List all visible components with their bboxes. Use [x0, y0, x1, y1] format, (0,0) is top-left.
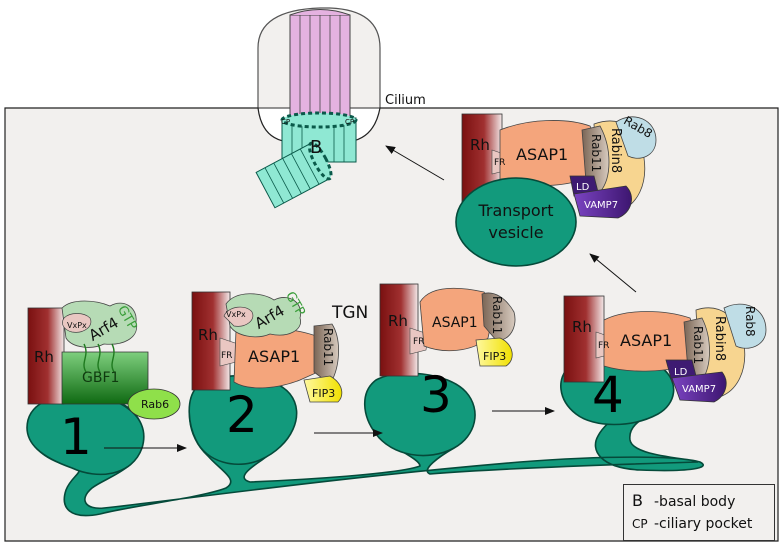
step-1-complex: [27, 300, 181, 420]
transport-vesicle-label-2: vesicle: [488, 223, 543, 242]
step-4-rab11: Rab11: [691, 326, 705, 364]
ciliary-pocket-label-right: CP: [345, 118, 354, 126]
legend-text-ciliary-pocket: -ciliary pocket: [654, 516, 753, 532]
arf4-1: [61, 300, 138, 348]
tgn-bulb-3: [364, 372, 476, 457]
ciliary-pocket-label-left: CP: [281, 118, 290, 126]
cilium-label: Cilium: [385, 93, 426, 108]
transport-vesicle: [455, 177, 577, 267]
tgn-label: TGN: [331, 303, 368, 323]
step-4-asap1: ASAP1: [620, 331, 672, 350]
vesicle-asap1: ASAP1: [516, 145, 568, 164]
basal-body-label: B: [310, 137, 322, 158]
step-4-rabin8: Rabin8: [712, 316, 727, 361]
step-2-vxpx: VxPx: [226, 310, 246, 319]
vesicle-rh: Rh: [470, 136, 490, 154]
step-3-complex: [379, 283, 516, 377]
vesicle-vamp7: VAMP7: [584, 200, 618, 211]
transport-vesicle-complex: [455, 113, 657, 267]
arrow-vesicle-to-cilium: [385, 145, 445, 181]
vamp7-4: [671, 371, 727, 403]
step-4-rab8: Rab8: [743, 306, 757, 337]
step-4-vamp7: VAMP7: [682, 384, 716, 395]
step-3-fip3: FIP3: [483, 350, 506, 363]
step-1-gbf1: GBF1: [82, 370, 119, 386]
step-1-number: 1: [60, 408, 92, 466]
arf4-2: [225, 293, 302, 338]
legend-row-basal-body: B -basal body: [632, 491, 735, 510]
rab8-vesicle: [615, 116, 657, 159]
arrow-step4-to-vesicle: [589, 253, 637, 293]
step-3-fr: FR: [413, 337, 424, 347]
step-2-complex: [191, 291, 343, 403]
fip3-3: [475, 337, 513, 367]
legend-key-basal-body: B: [632, 491, 643, 510]
step-2-rh: Rh: [198, 326, 218, 344]
step-2-fip3: FIP3: [312, 387, 335, 400]
fip3-2: [303, 375, 343, 403]
step-2-number: 2: [226, 386, 258, 444]
rab8-4: [723, 303, 767, 349]
rab6-1: [127, 388, 181, 420]
step-1-rh: Rh: [34, 348, 54, 366]
step-4-complex: [563, 295, 767, 403]
vesicle-fr: FR: [494, 158, 505, 168]
axoneme: [289, 9, 351, 122]
step-2-fr: FR: [221, 351, 232, 361]
step-1-rab6: Rab6: [141, 398, 169, 411]
basal-body: [255, 111, 358, 209]
legend: B -basal body CP -ciliary pocket: [623, 484, 775, 541]
step-2-asap1: ASAP1: [248, 347, 300, 366]
legend-row-ciliary-pocket: CP -ciliary pocket: [632, 516, 752, 532]
vesicle-rabin8: Rabin8: [608, 128, 623, 173]
rhodopsin-1: [27, 307, 65, 405]
vesicle-ld: LD: [576, 182, 590, 193]
step-4-rh: Rh: [572, 318, 592, 336]
vesicle-rab11: Rab11: [589, 134, 603, 172]
step-3-asap1: ASAP1: [432, 315, 478, 331]
legend-key-ciliary-pocket: CP: [632, 517, 648, 531]
transport-vesicle-label-1: Transport: [477, 201, 553, 220]
step-4-ld: LD: [674, 367, 688, 378]
step-3-rh: Rh: [388, 312, 408, 330]
step-1-vxpx: VxPx: [67, 321, 87, 330]
vxpx-1: [62, 313, 92, 333]
step-4-number: 4: [592, 366, 624, 424]
step-4-fr: FR: [598, 341, 609, 351]
legend-text-basal-body: -basal body: [654, 494, 736, 510]
step-2-rab11: Rab11: [321, 328, 335, 366]
vamp7-vesicle: [573, 185, 632, 219]
arf4-membrane-loop-1: [83, 343, 115, 373]
step-3-number: 3: [420, 366, 452, 424]
vxpx-2: [223, 306, 254, 327]
step-3-rab11: Rab11: [490, 296, 504, 334]
